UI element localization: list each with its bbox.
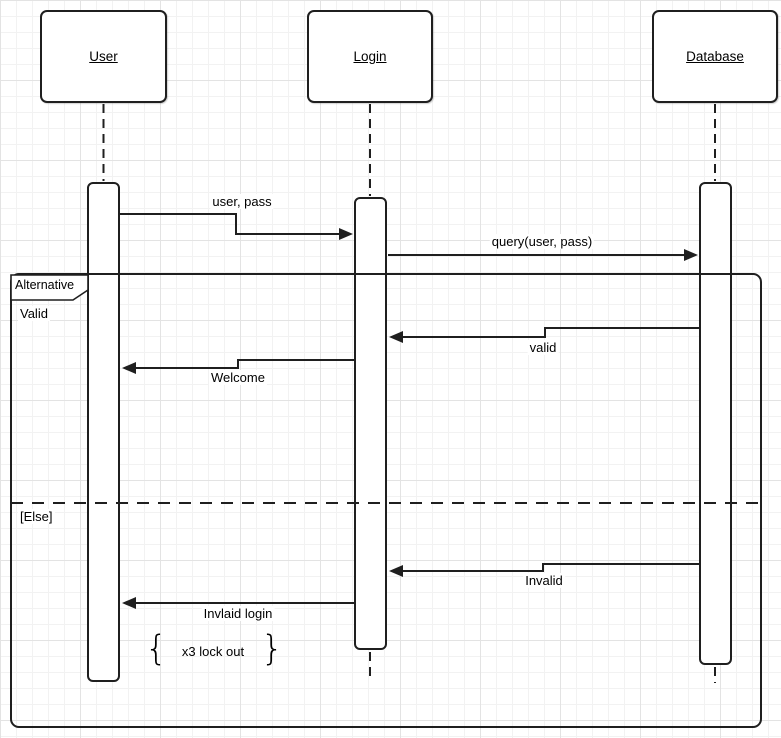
message-label-query[interactable]: query(user, pass) (489, 234, 595, 249)
guard-valid-label[interactable]: Valid (18, 306, 50, 321)
open-brace: { (145, 629, 168, 669)
message-label-invalid[interactable]: Invalid (523, 573, 565, 588)
actor-label-user: User (89, 49, 118, 64)
message-query-user-pass[interactable] (388, 249, 698, 261)
lockout-annotation[interactable]: x3 lock out (181, 644, 245, 659)
message-valid[interactable] (389, 327, 699, 343)
arrowhead-icon (122, 597, 136, 609)
arrowhead-icon (122, 362, 136, 374)
arrowhead-icon (684, 249, 698, 261)
message-welcome[interactable] (122, 359, 354, 374)
arrowhead-icon (389, 331, 403, 343)
guard-else-label[interactable]: [Else] (18, 509, 55, 524)
activation-bar-login[interactable] (354, 197, 387, 650)
arrowhead-icon (339, 228, 353, 240)
arrowhead-icon (389, 565, 403, 577)
actor-box-user[interactable]: User (40, 10, 167, 103)
message-label-user-pass[interactable]: user, pass (210, 194, 274, 209)
actor-box-database[interactable]: Database (652, 10, 778, 103)
message-invalid[interactable] (389, 563, 699, 577)
actor-label-login: Login (353, 49, 387, 64)
message-label-welcome[interactable]: Welcome (209, 370, 267, 385)
message-user-pass[interactable] (120, 213, 353, 240)
alt-frame-label[interactable]: Alternative (15, 278, 75, 292)
message-label-valid[interactable]: valid (527, 340, 559, 355)
activation-bar-user[interactable] (87, 182, 120, 682)
message-invlaid-login[interactable] (122, 597, 354, 609)
close-brace: } (261, 629, 284, 669)
alt-frame-tab[interactable] (10, 274, 89, 301)
alt-frame[interactable] (10, 273, 762, 728)
actor-box-login[interactable]: Login (307, 10, 433, 103)
actor-label-database: Database (686, 49, 744, 64)
message-label-invlaid-login[interactable]: Invlaid login (201, 606, 275, 621)
activation-bar-database[interactable] (699, 182, 732, 665)
